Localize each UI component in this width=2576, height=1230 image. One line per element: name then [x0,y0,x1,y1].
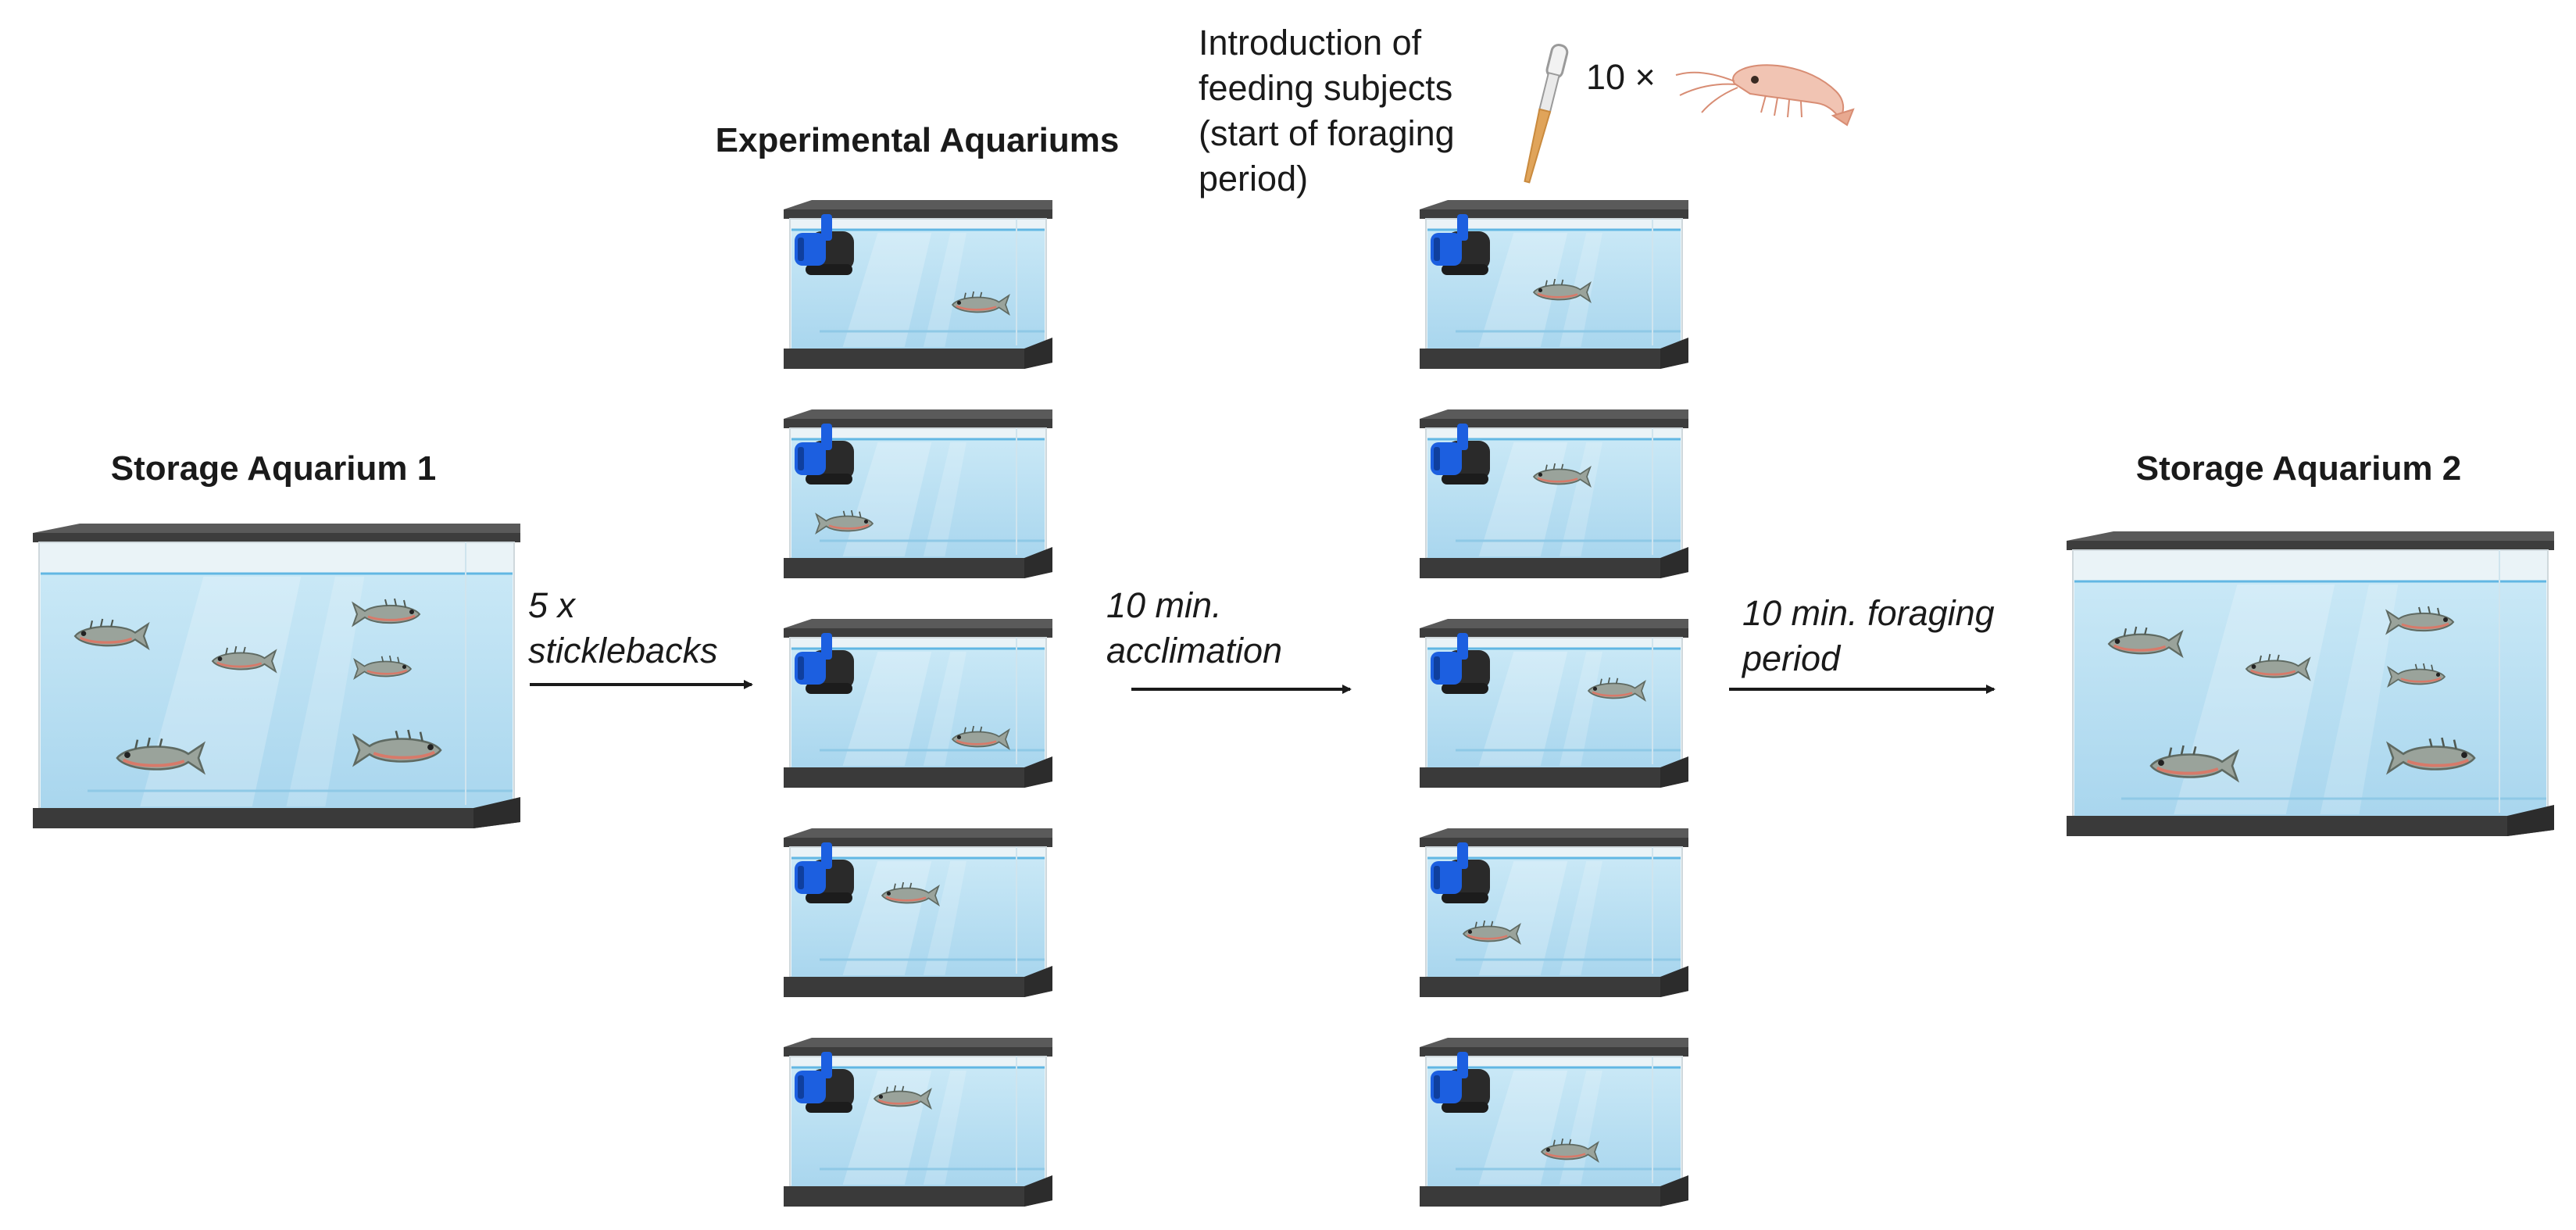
transfer-label-line-2: sticklebacks [528,631,718,670]
experimental-aquarium [1420,619,1688,788]
stickleback-fish-icon [353,655,413,681]
acclimation-label-line-2: acclimation [1106,631,1282,670]
stickleback-fish-icon [1462,920,1521,946]
stickleback-fish-icon [352,729,442,767]
stickleback-fish-icon [2385,606,2455,635]
water-pump-icon [1431,424,1490,484]
transfer-label-line-1: 5 x [528,585,577,625]
stickleback-fish-icon [1532,278,1592,304]
introduction-text-line-4: period) [1199,159,1308,198]
water-pump-icon [795,1052,854,1113]
stickleback-fish-icon [116,737,206,775]
water-pump-icon [1431,1052,1490,1113]
experimental-aquarium [1420,1038,1688,1207]
experimental-aquariums-title: Experimental Aquariums [716,121,1120,159]
water-pump-icon [795,842,854,903]
water-pump-icon [795,424,854,484]
water-pump-icon [1431,842,1490,903]
introduction-text-line-1: Introduction of [1199,23,1422,63]
water-pump-icon [1431,633,1490,694]
experimental-aquarium [1420,200,1688,369]
stickleback-fish-icon [873,1085,932,1110]
experimental-aquarium [784,828,1052,997]
stickleback-fish-icon [1532,463,1592,488]
water-pump-icon [795,633,854,694]
storage-aquarium-1 [33,524,520,828]
water-pump-icon [795,214,854,275]
foraging-label-line-1: 10 min. foraging [1742,593,1995,633]
stickleback-fish-icon [2385,737,2476,775]
stickleback-fish-icon [73,618,150,651]
stickleback-fish-icon [1587,677,1646,703]
acclimation-label-line-1: 10 min. [1106,585,1222,625]
storage-aquarium-2-title: Storage Aquarium 2 [2136,449,2461,488]
pipette-icon [1524,43,1569,184]
foraging-label-line-2: period [1741,638,1842,678]
stickleback-fish-icon [2149,745,2240,783]
experimental-aquarium [1420,409,1688,578]
shrimp-icon [1675,64,1855,127]
stickleback-fish-icon [352,598,421,628]
experimental-aquariums-column-2 [1420,200,1688,1207]
experimental-aquarium [784,1038,1052,1207]
introduction-text-line-2: feeding subjects [1199,68,1452,108]
experimental-aquarium [1420,828,1688,997]
stickleback-fish-icon [2107,626,2184,659]
stickleback-fish-icon [211,645,277,674]
stickleback-fish-icon [2245,653,2311,681]
stickleback-fish-icon [881,881,940,907]
stickleback-fish-icon [815,510,874,535]
storage-aquarium-1-title: Storage Aquarium 1 [111,449,436,488]
stickleback-fish-icon [951,291,1010,316]
stickleback-fish-icon [951,725,1010,751]
introduction-text-line-3: (start of foraging [1199,113,1455,153]
experimental-aquariums-column-1 [784,200,1052,1207]
storage-aquarium-2 [2067,531,2554,836]
stickleback-fish-icon [1540,1138,1599,1164]
shrimp-count: 10 × [1586,57,1656,97]
experimental-aquarium [784,619,1052,788]
experimental-aquarium [784,409,1052,578]
water-pump-icon [1431,214,1490,275]
experimental-aquarium [784,200,1052,369]
stickleback-fish-icon [2387,663,2446,688]
